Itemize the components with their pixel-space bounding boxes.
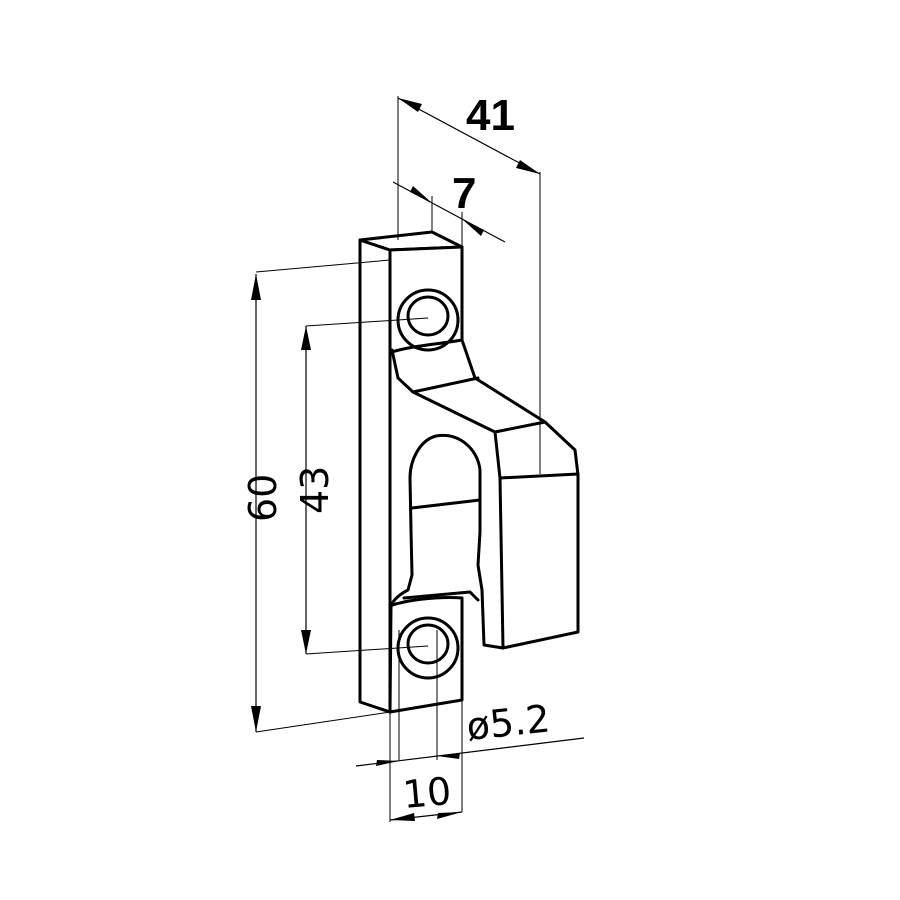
arm-front-mid-edge xyxy=(498,472,580,480)
bracket-side-face xyxy=(358,238,392,714)
lower-tab-edge xyxy=(388,596,464,714)
dimension-overall-width xyxy=(397,96,541,474)
lower-tab-top-edge xyxy=(402,590,480,602)
label-thickness: 7 xyxy=(452,169,476,218)
dimension-tab-width xyxy=(389,700,463,822)
label-tab-width: 10 xyxy=(401,769,453,817)
bracket-part xyxy=(358,230,580,714)
arm-lower-edge xyxy=(411,390,505,650)
dimension-overall-height xyxy=(251,259,391,733)
slot-inner-edge xyxy=(410,498,482,510)
bracket-front-face xyxy=(388,245,580,714)
arm-front-top-edge xyxy=(493,420,547,434)
dimension-hole-spacing xyxy=(301,317,429,655)
dimension-thickness xyxy=(392,181,506,247)
label-hole-spacing: 43 xyxy=(293,466,337,514)
arm-top-edge xyxy=(390,348,480,394)
upper-tab-bottom-edge xyxy=(390,338,464,354)
dimension-hole-diameter xyxy=(355,630,585,767)
label-overall-height: 60 xyxy=(241,474,285,522)
upper-hole-inner xyxy=(406,295,450,337)
lower-hole-inner xyxy=(406,623,450,665)
dimensions: 41 7 60 43 ø5.2 10 xyxy=(241,91,585,822)
label-overall-width: 41 xyxy=(466,91,515,140)
label-hole-diameter: ø5.2 xyxy=(464,696,552,749)
